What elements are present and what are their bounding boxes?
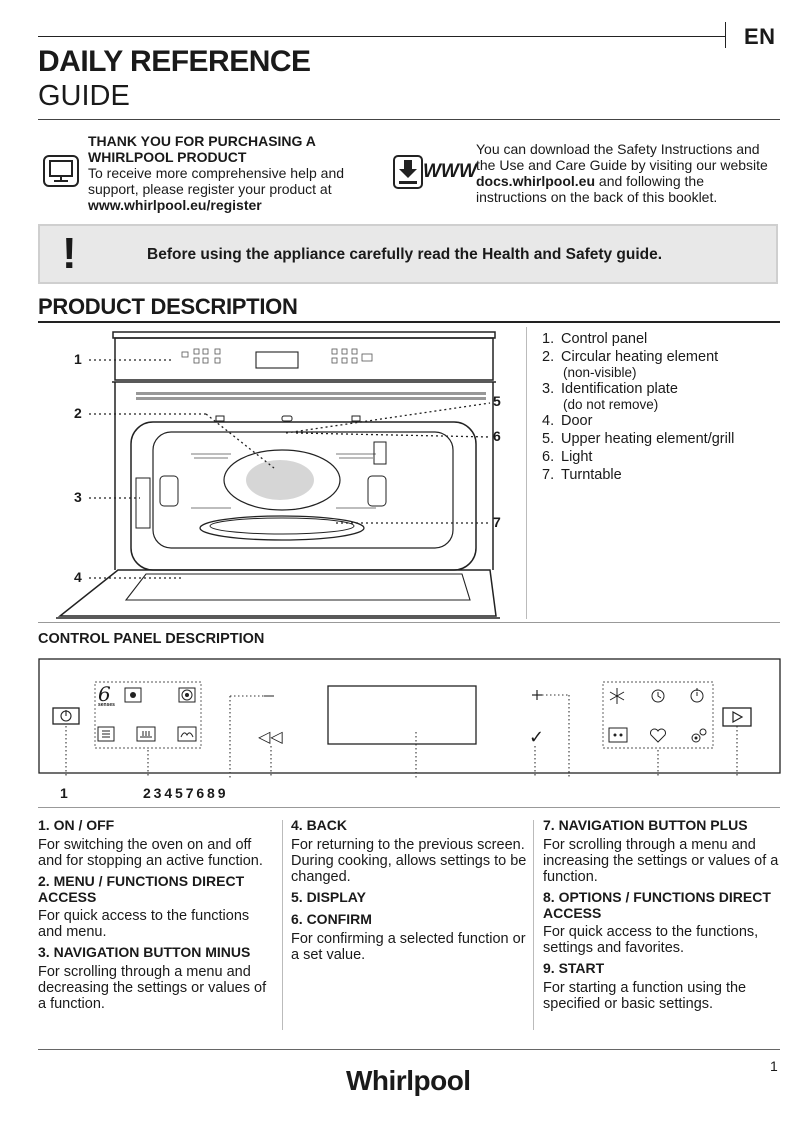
description-column-3: 7. NAVIGATION BUTTON PLUS For scrolling …: [543, 817, 783, 1016]
header-rule: [38, 36, 726, 37]
desc-heading: 2. MENU / FUNCTIONS DIRECT ACCESS: [38, 873, 245, 905]
settings-icon[interactable]: [688, 727, 708, 745]
intro-right-body-a: You can download the Safety Instructions…: [476, 141, 768, 173]
doc-subtitle: GUIDE: [38, 80, 130, 112]
header-tick: [725, 22, 726, 48]
desc-heading: 8. OPTIONS / FUNCTIONS DIRECT ACCESS: [543, 889, 771, 921]
part-item: 2.Circular heating element: [542, 349, 719, 365]
desc-body: For returning to the previous screen.: [291, 837, 525, 853]
register-link[interactable]: www.whirlpool.eu/register: [88, 197, 262, 213]
desc-body: For starting a function using the specif…: [543, 980, 747, 1012]
play-icon[interactable]: [722, 707, 752, 727]
callout-1: 1: [74, 351, 82, 367]
intro-left-heading: THANK YOU FOR PURCHASING A WHIRLPOOL PRO…: [88, 133, 316, 165]
part-note: (do not remove): [563, 397, 659, 412]
intro-left-body: To receive more comprehensive help and s…: [88, 165, 345, 197]
desc-heading: 5. DISPLAY: [291, 889, 366, 905]
back-icon[interactable]: ◁◁: [258, 729, 283, 746]
desc-heading: 1. ON / OFF: [38, 817, 115, 833]
column-divider: [533, 820, 534, 1030]
senses-label: senses: [98, 702, 115, 708]
callout-6: 6: [493, 428, 501, 444]
desc-body: For confirming a selected function or a …: [291, 931, 526, 963]
sparkle-icon[interactable]: [608, 727, 628, 743]
control-panel-diagram: [38, 658, 781, 778]
clock-icon[interactable]: [650, 688, 666, 704]
intro-right: You can download the Safety Instructions…: [476, 141, 776, 205]
callout-7: 7: [493, 514, 501, 530]
doc-title: DAILY REFERENCE: [38, 45, 311, 78]
control-panel-title: CONTROL PANEL DESCRIPTION: [38, 631, 265, 647]
part-item: 1.Control panel: [542, 331, 648, 347]
warning-text: Before using the appliance carefully rea…: [147, 246, 663, 263]
fan-icon[interactable]: [124, 687, 142, 703]
language-code: EN: [744, 24, 776, 49]
product-description-title: PRODUCT DESCRIPTION: [38, 294, 298, 319]
grill-icon[interactable]: [136, 726, 156, 742]
product-title-underline: [38, 321, 780, 323]
intro-right-body-b: and following the instructions on the ba…: [476, 173, 718, 205]
control-panel-divider: [38, 807, 780, 808]
heart-icon[interactable]: [649, 728, 667, 744]
page-number: 1: [770, 1058, 778, 1074]
desc-heading: 9. START: [543, 960, 605, 976]
defrost-icon[interactable]: [608, 687, 626, 705]
desc-heading: 3. NAVIGATION BUTTON MINUS: [38, 944, 251, 960]
description-column-2: 4. BACK For returning to the previous sc…: [291, 817, 527, 967]
title-divider: [38, 119, 780, 120]
callout-3: 3: [74, 489, 82, 505]
cp-label-group: 2 3 4 5 7 6 8 9: [143, 785, 226, 801]
power-icon[interactable]: [52, 707, 80, 725]
cp-label-1: 1: [60, 785, 68, 801]
desc-body: During cooking, allows settings to be ch…: [291, 853, 527, 885]
desc-body: For scrolling through a menu and decreas…: [38, 964, 267, 1012]
www-label: WWW: [423, 161, 477, 182]
part-item: 3.Identification plate: [542, 381, 678, 397]
monitor-icon: [43, 155, 79, 187]
section-divider: [38, 622, 780, 623]
callout-5: 5: [493, 393, 501, 409]
confirm-icon[interactable]: ✓: [529, 727, 545, 747]
product-parts-list: 1.Control panel 2.Circular heating eleme…: [542, 330, 734, 484]
oven-diagram: [56, 331, 500, 619]
product-column-divider: [526, 327, 527, 619]
desc-body: For quick access to the functions and me…: [38, 908, 250, 940]
docs-link[interactable]: docs.whirlpool.eu: [476, 173, 596, 189]
part-item: 6.Light: [542, 449, 593, 465]
intro-left: THANK YOU FOR PURCHASING A WHIRLPOOL PRO…: [88, 133, 378, 213]
warning-box: ! Before using the appliance carefully r…: [38, 224, 778, 284]
callout-2: 2: [74, 405, 82, 421]
description-column-1: 1. ON / OFF For switching the oven on an…: [38, 817, 270, 1016]
desc-body: For switching the oven on and off and fo…: [38, 837, 263, 869]
desc-body: For scrolling through a menu and increas…: [543, 837, 779, 885]
download-icon: [393, 155, 423, 189]
senses-number: 6: [98, 682, 111, 706]
part-note: (non-visible): [563, 365, 637, 380]
desc-heading: 4. BACK: [291, 817, 348, 833]
desc-heading: 7. NAVIGATION BUTTON PLUS: [543, 817, 748, 833]
desc-body: For quick access to the functions, setti…: [543, 924, 759, 956]
brand-logo: Whirlpool: [346, 1065, 471, 1096]
part-item: 4.Door: [542, 413, 593, 429]
menu-icon[interactable]: [97, 726, 115, 742]
desc-heading: 6. CONFIRM: [291, 911, 372, 927]
steam-icon[interactable]: [177, 726, 197, 742]
part-item: 5.Upper heating element/grill: [542, 431, 735, 447]
column-divider: [282, 820, 283, 1030]
callout-4: 4: [74, 569, 82, 585]
footer-rule: [38, 1049, 780, 1050]
warning-icon: !: [62, 229, 77, 278]
timer-icon[interactable]: [689, 687, 705, 704]
part-item: 7.Turntable: [542, 467, 622, 483]
convection-icon[interactable]: [178, 687, 196, 703]
